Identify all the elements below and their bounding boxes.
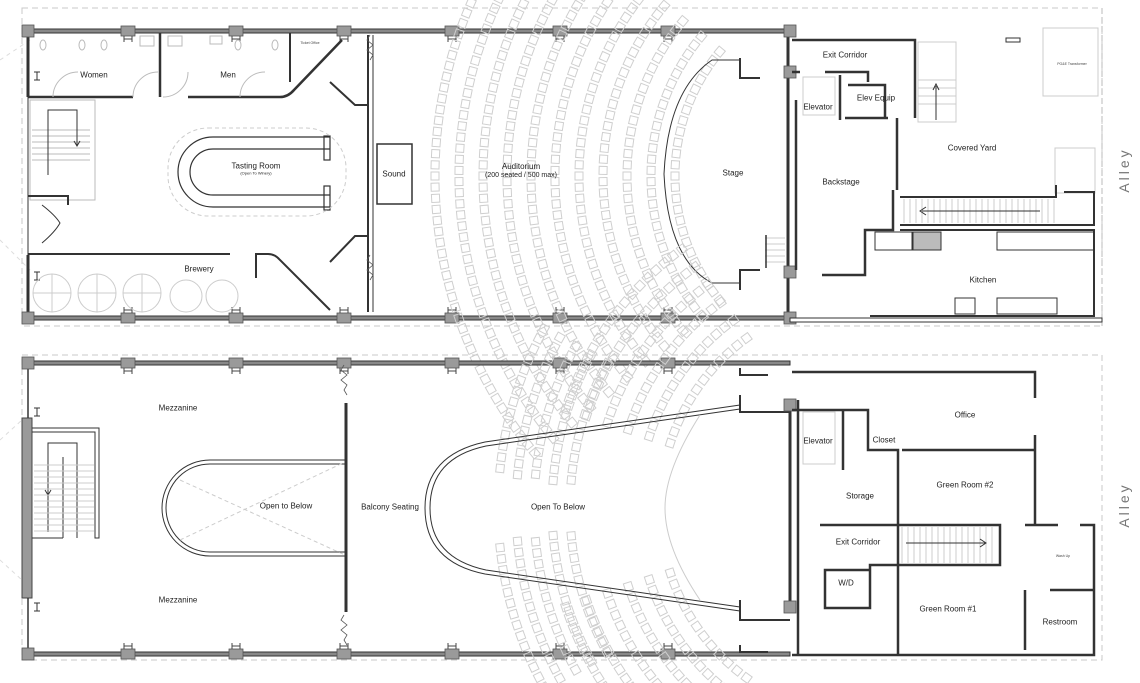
room-label-mezzanine-south: Mezzanine — [158, 595, 198, 605]
room-label-auditorium: Auditorium(200 seated / 500 max) — [485, 161, 557, 179]
room-label-office: Office — [954, 410, 976, 420]
room-label-wash-up: Wash Up — [1055, 554, 1071, 559]
room-label-elevator-upper: Elevator — [803, 436, 833, 446]
room-label-elevator-ground: Elevator — [803, 102, 833, 112]
room-label-stage: Stage — [722, 168, 744, 178]
room-label-green-room-2: Green Room #2 — [936, 480, 994, 490]
room-label-covered-yard: Covered Yard — [947, 143, 997, 153]
room-label-brewery: Brewery — [184, 264, 214, 274]
room-label-women: Women — [80, 70, 108, 80]
ground-floor-plan — [0, 0, 1103, 460]
room-label-pge-transformer: PG&E Transformer — [1057, 62, 1087, 67]
room-label-sound: Sound — [382, 169, 406, 179]
room-label-open-to-below-east: Open To Below — [530, 502, 586, 512]
room-label-storage: Storage — [845, 491, 875, 501]
room-label-restroom: Restroom — [1042, 617, 1078, 627]
room-label-green-room-1: Green Room #1 — [919, 604, 977, 614]
room-label-exit-corridor-ground: Exit Corridor — [822, 50, 868, 60]
room-label-ticket-office: Ticket Office — [300, 41, 320, 46]
room-label-tasting-room: Tasting Room(Open To Winery) — [231, 161, 281, 176]
room-label-men: Men — [220, 70, 236, 80]
room-label-closet: Closet — [872, 435, 896, 445]
room-label-mezzanine-north: Mezzanine — [158, 403, 198, 413]
mezzanine-floor-plan — [0, 242, 1103, 683]
room-label-elev-equip: Elev Equip — [856, 93, 896, 103]
room-label-wd: W/D — [838, 578, 854, 588]
room-label-balcony-seating: Balcony Seating — [361, 502, 419, 512]
alley-label-bottom: Alley — [1116, 482, 1132, 528]
alley-label-top: Alley — [1116, 147, 1132, 193]
room-label-backstage: Backstage — [822, 177, 860, 187]
room-label-open-to-below-west: Open to Below — [259, 501, 313, 511]
room-label-exit-corridor-upper: Exit Corridor — [835, 537, 881, 547]
room-label-kitchen: Kitchen — [969, 275, 997, 285]
